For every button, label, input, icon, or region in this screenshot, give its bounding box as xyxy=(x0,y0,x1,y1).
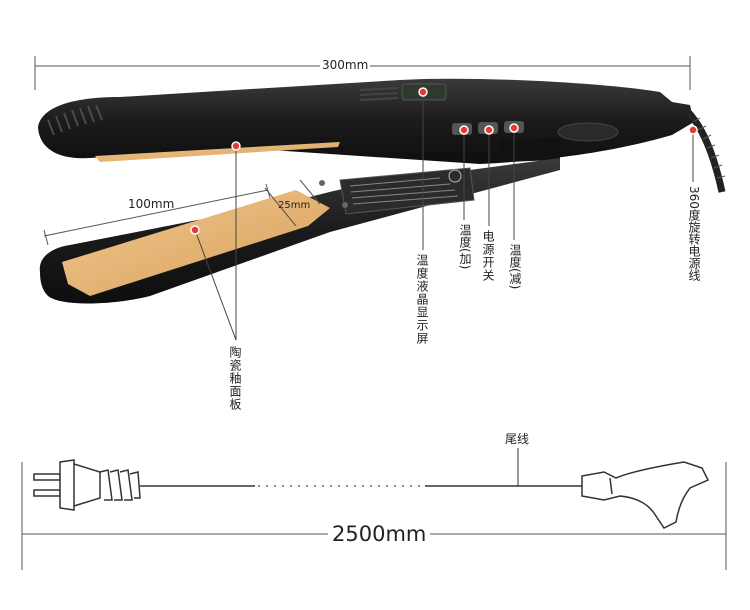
grip-ridges xyxy=(47,104,103,136)
lower-plate xyxy=(62,190,330,296)
ceramic-plate-label: 陶瓷釉面板 xyxy=(228,346,242,411)
plate-width-label: 25mm xyxy=(278,200,311,211)
screw xyxy=(319,180,325,186)
screw xyxy=(342,202,348,208)
cord-length-label: 2500mm xyxy=(328,522,431,546)
dimension-25mm-line xyxy=(264,179,321,227)
temp-down-label: 温度(减) xyxy=(508,244,522,290)
callout-markers xyxy=(190,87,698,235)
hinge xyxy=(500,138,560,162)
swivel-cord-label: 360度旋转电源线 xyxy=(687,186,701,281)
overall-length-label: 300mm xyxy=(320,58,371,72)
cord-coils xyxy=(692,117,726,179)
plate-length-label: 100mm xyxy=(128,197,175,211)
info-label-logo xyxy=(448,169,462,183)
lcd-display-label: 温度液晶显示屏 xyxy=(415,254,429,345)
swivel-cord xyxy=(685,109,726,193)
power-switch-label: 电源开关 xyxy=(481,230,495,282)
upper-arm xyxy=(38,78,694,164)
oval-badge xyxy=(557,122,619,142)
connector-icon xyxy=(581,461,710,529)
temp-up-label: 温度(加) xyxy=(458,224,472,270)
tail-cord-label: 尾线 xyxy=(505,432,530,446)
plug-icon xyxy=(33,459,150,511)
upper-plate-edge xyxy=(95,142,340,162)
info-label-lines xyxy=(349,177,459,205)
callout-lines xyxy=(194,92,694,341)
vent-slots xyxy=(359,87,399,101)
